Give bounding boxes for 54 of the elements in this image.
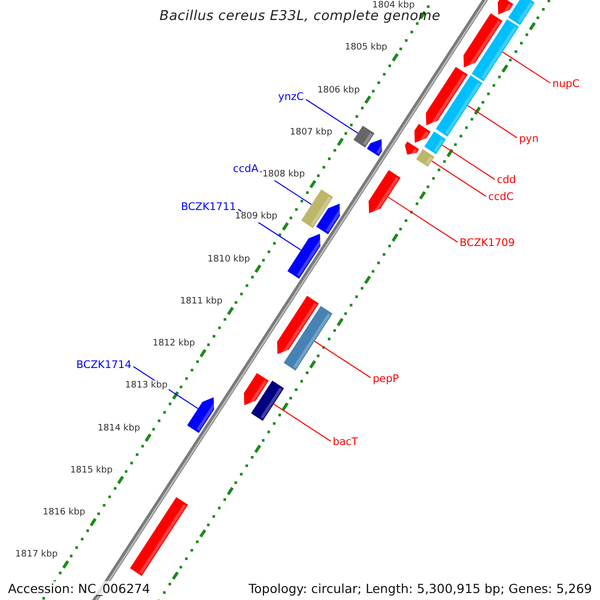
gene-feature bbox=[498, 0, 514, 16]
gene-label: BCZK1711 bbox=[180, 201, 236, 214]
gene-feature bbox=[251, 380, 284, 421]
scale-label: 1811 kbp bbox=[179, 296, 224, 308]
gene-feature bbox=[464, 13, 502, 69]
scale-label: 1814 kbp bbox=[96, 423, 142, 434]
leader-line bbox=[314, 340, 372, 378]
gene-label: BCZK1709 bbox=[460, 237, 515, 250]
gene-feature bbox=[284, 306, 332, 371]
gene-feature bbox=[301, 189, 334, 228]
scale-label: 1812 kbp bbox=[152, 338, 196, 350]
scale-label: 1806 kbp bbox=[316, 85, 361, 96]
footer-text: Topology: circular; Length: 5,300,915 bp; Genes: 5,269 bbox=[246, 581, 594, 596]
gene-feature bbox=[472, 19, 519, 82]
gene-label: cdd bbox=[496, 174, 516, 188]
leader-line bbox=[388, 196, 458, 243]
gene-feature bbox=[277, 296, 319, 356]
gene-label: ynzC bbox=[278, 92, 304, 105]
leader-line bbox=[431, 160, 487, 197]
gene-feature bbox=[416, 149, 434, 167]
scale-label: 1805 kbp bbox=[344, 42, 388, 54]
leader-line bbox=[305, 98, 358, 134]
footer-text: Accession: NC_006274 bbox=[6, 581, 152, 596]
gene-feature bbox=[368, 170, 400, 215]
gene-feature bbox=[244, 373, 269, 407]
gene-feature bbox=[508, 0, 535, 26]
scale-label: 1813 kbp bbox=[124, 380, 169, 392]
scale-label: 1817 kbp bbox=[14, 550, 59, 561]
leader-line bbox=[502, 51, 551, 84]
scale-label: 1815 kbp bbox=[69, 465, 114, 476]
gene-feature bbox=[436, 75, 482, 137]
gene-label: pyn bbox=[519, 132, 539, 146]
leader-line bbox=[467, 105, 518, 138]
gene-label: ccdC bbox=[488, 191, 514, 204]
scale-label: 1810 kbp bbox=[206, 254, 251, 266]
scale-label: 1807 kbp bbox=[288, 127, 334, 138]
gene-label: BCZK1714 bbox=[76, 358, 132, 372]
gene-feature bbox=[414, 124, 430, 144]
gene-label: bacT bbox=[332, 436, 358, 449]
scale-label: 1816 kbp bbox=[42, 508, 86, 519]
gene-feature bbox=[426, 66, 468, 127]
gene-feature bbox=[354, 126, 374, 148]
scale-label: 1804 kbp bbox=[371, 0, 416, 12]
gene-feature bbox=[404, 142, 420, 156]
gene-label: pepP bbox=[372, 372, 399, 386]
leader-line bbox=[442, 144, 496, 180]
leader-line bbox=[273, 404, 332, 442]
gene-feature bbox=[366, 139, 386, 156]
scale-label: 1808 kbp bbox=[261, 170, 306, 181]
gene-label: nupC bbox=[552, 78, 580, 91]
scale-label: 1809 kbp bbox=[234, 212, 278, 223]
gene-label: ccdA bbox=[232, 163, 258, 176]
gene-feature bbox=[130, 497, 188, 576]
gene-feature bbox=[424, 132, 446, 154]
